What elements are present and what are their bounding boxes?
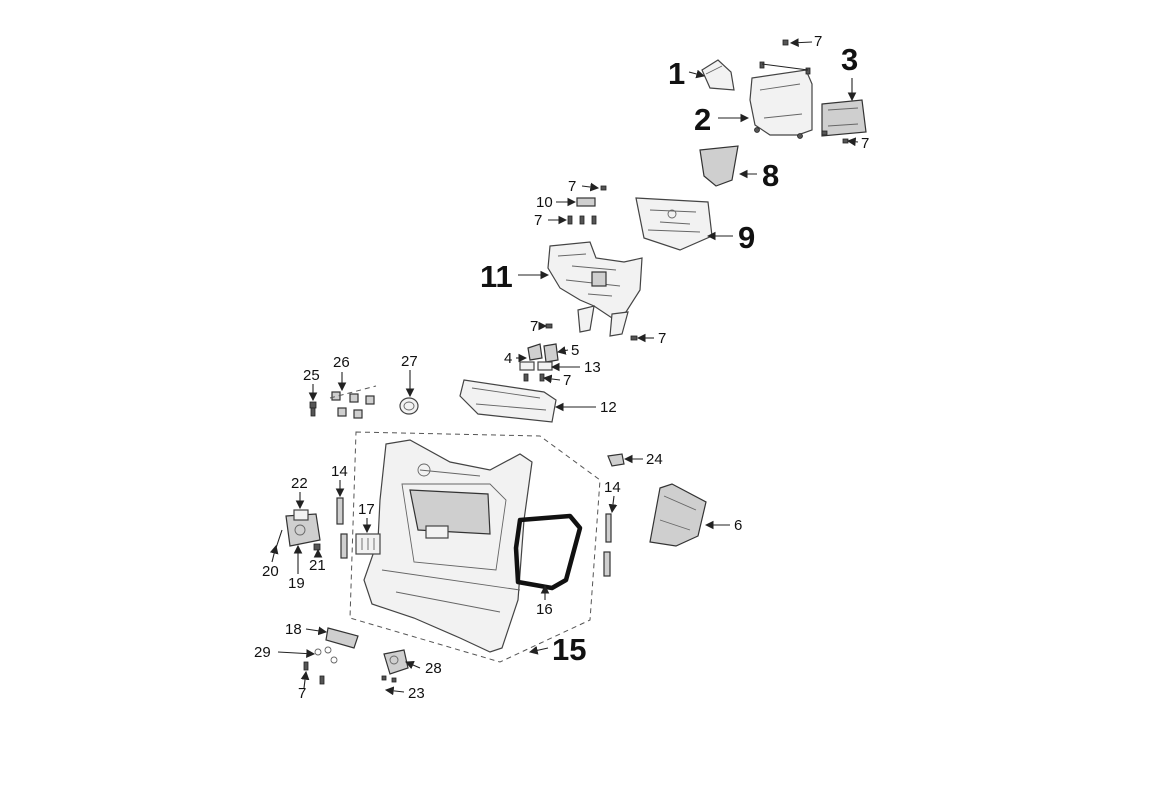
callout-28: 28 (425, 660, 442, 677)
callout-13: 13 (584, 359, 601, 376)
callout-8: 8 (762, 158, 779, 193)
callout-21: 21 (309, 557, 326, 574)
part-15-main-body (363, 439, 533, 653)
part-8-cover (699, 145, 739, 187)
callout-7-lower-clip: 7 (563, 372, 571, 389)
callout-10: 10 (536, 194, 553, 211)
callout-27: 27 (401, 353, 418, 370)
part-1-cover (701, 59, 735, 91)
callout-1: 1 (668, 56, 685, 91)
callout-7-top: 7 (814, 33, 822, 50)
callout-9: 9 (738, 220, 755, 255)
leader-lines (269, 38, 859, 696)
callout-4: 4 (504, 350, 512, 367)
part-6-bracket (649, 483, 707, 547)
callout-7-clip-bottom: 7 (534, 212, 542, 229)
callout-16: 16 (536, 601, 553, 618)
callout-7-left-mid: 7 (530, 318, 538, 335)
callout-23: 23 (408, 685, 425, 702)
callout-29: 29 (254, 644, 271, 661)
part-29-fastener-set (303, 646, 338, 685)
callout-2: 2 (694, 102, 711, 137)
part-12-tray (459, 379, 557, 423)
callout-7-bracket: 7 (861, 135, 869, 152)
callout-26: 26 (333, 354, 350, 371)
part-2-panel (749, 69, 813, 139)
callout-labels: 1 2 3 8 9 11 15 7 7 7 7 7 7 7 7 10 4 5 1… (254, 33, 869, 702)
callout-7-clip-top: 7 (568, 178, 576, 195)
part-27-ring (399, 397, 419, 415)
part-11-inner-panel (547, 241, 643, 337)
callout-6: 6 (734, 517, 742, 534)
callout-20: 20 (262, 563, 279, 580)
callout-7-right-mid: 7 (658, 330, 666, 347)
callout-24: 24 (646, 451, 663, 468)
part-26-clip-set (329, 385, 377, 419)
callout-22: 22 (291, 475, 308, 492)
callout-19: 19 (288, 575, 305, 592)
callout-18: 18 (285, 621, 302, 638)
part-25-bolt (309, 401, 317, 417)
callout-12: 12 (600, 399, 617, 416)
part-28-actuator (381, 649, 409, 683)
part-19-22-lock-assembly (275, 509, 321, 551)
part-24-clip (607, 453, 625, 467)
part-9-panel (635, 197, 713, 251)
callout-5: 5 (571, 342, 579, 359)
callout-25: 25 (303, 367, 320, 384)
callout-11: 11 (480, 259, 513, 294)
part-3-bracket (821, 99, 867, 144)
part-14-spring-left (336, 497, 348, 559)
callout-3: 3 (841, 42, 858, 77)
callout-14-right: 14 (604, 479, 621, 496)
part-14-spring-right (603, 513, 612, 577)
callout-15: 15 (552, 632, 586, 667)
screw-set-7-top (759, 39, 811, 75)
part-17-pad (355, 533, 381, 555)
part-18-strip (325, 627, 359, 649)
callout-14-left: 14 (331, 463, 348, 480)
callout-17: 17 (358, 501, 375, 518)
part-10-clip (567, 185, 607, 225)
part-16-gasket (513, 513, 583, 591)
part-15-main-body-outline (349, 431, 601, 663)
parts-4-5-13-clips (519, 343, 559, 382)
callout-7-bottom: 7 (298, 685, 306, 702)
